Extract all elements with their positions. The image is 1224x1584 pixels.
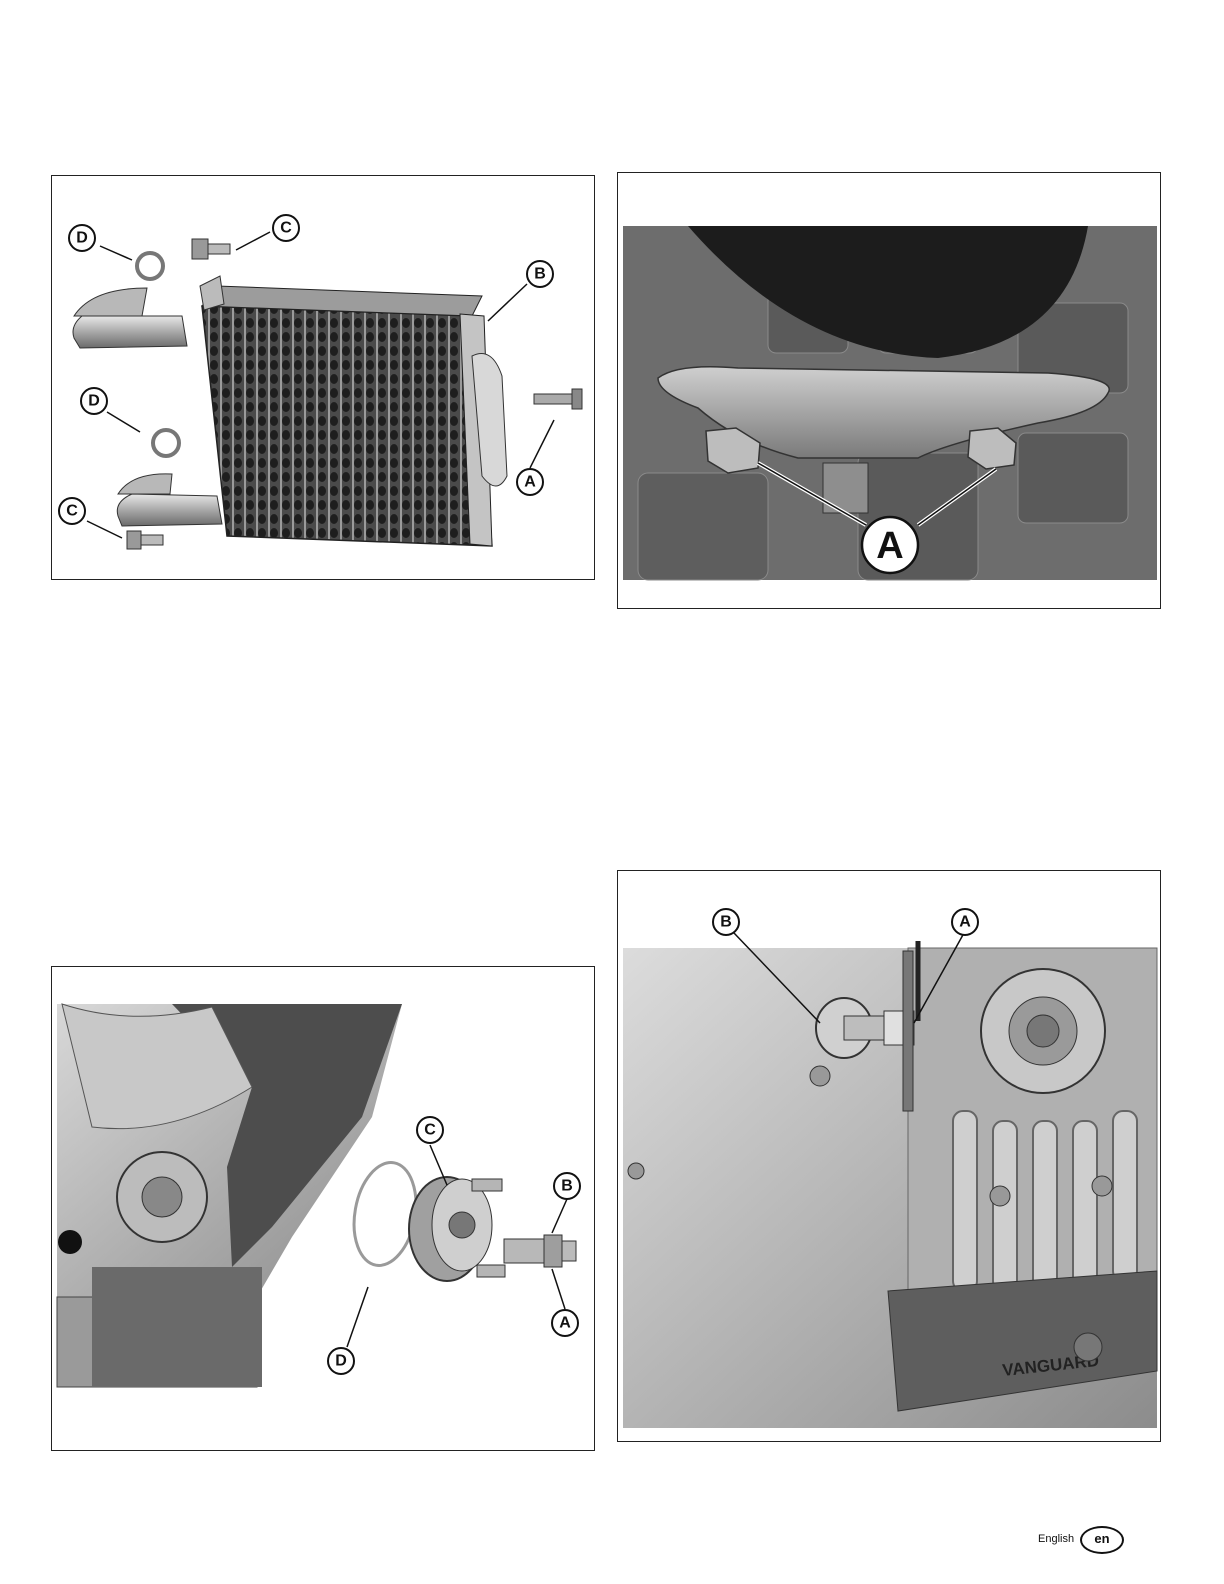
callout-b: B xyxy=(554,1173,580,1199)
callout-d-top: D xyxy=(69,225,95,251)
figure-oil-filter-adapter: C B A D xyxy=(51,966,595,1451)
callout-d-middle: D xyxy=(81,388,107,414)
callout-label: B xyxy=(561,1178,573,1195)
callout-label: D xyxy=(76,230,88,247)
callout-label: C xyxy=(66,503,78,520)
figure-oil-pressure-switch: VANGUARD B A xyxy=(617,870,1161,1442)
callout-a: A xyxy=(862,517,918,573)
callout-label: A xyxy=(959,914,971,931)
callout-b: B xyxy=(527,261,553,287)
callout-label: A xyxy=(876,525,903,567)
callout-c: C xyxy=(417,1117,443,1143)
oil-pan-illustration: A xyxy=(618,173,1162,610)
figure-oil-cooler: D C B D C A xyxy=(51,175,595,580)
callout-label: C xyxy=(280,220,292,237)
callout-a: A xyxy=(517,469,543,495)
figure-oil-pan-bolts: A xyxy=(617,172,1161,609)
callout-label: B xyxy=(720,914,732,931)
callout-label: A xyxy=(559,1315,571,1332)
callout-c-top: C xyxy=(273,215,299,241)
callout-label: B xyxy=(534,266,546,283)
callout-label: A xyxy=(524,474,536,491)
callout-c-bottom: C xyxy=(59,498,85,524)
footer-language-label: English xyxy=(1038,1533,1074,1545)
callout-b: B xyxy=(713,909,739,935)
callout-d: D xyxy=(328,1348,354,1374)
oil-pressure-switch-illustration: VANGUARD B A xyxy=(618,871,1162,1443)
callout-a: A xyxy=(952,909,978,935)
callout-label: C xyxy=(424,1122,436,1139)
footer-language-code: en xyxy=(1080,1526,1124,1554)
callout-a: A xyxy=(552,1310,578,1336)
oil-filter-adapter-illustration: C B A D xyxy=(52,967,596,1452)
callout-label: D xyxy=(88,393,100,410)
oil-cooler-illustration: D C B D C A xyxy=(52,176,596,581)
callout-label: D xyxy=(335,1353,347,1370)
